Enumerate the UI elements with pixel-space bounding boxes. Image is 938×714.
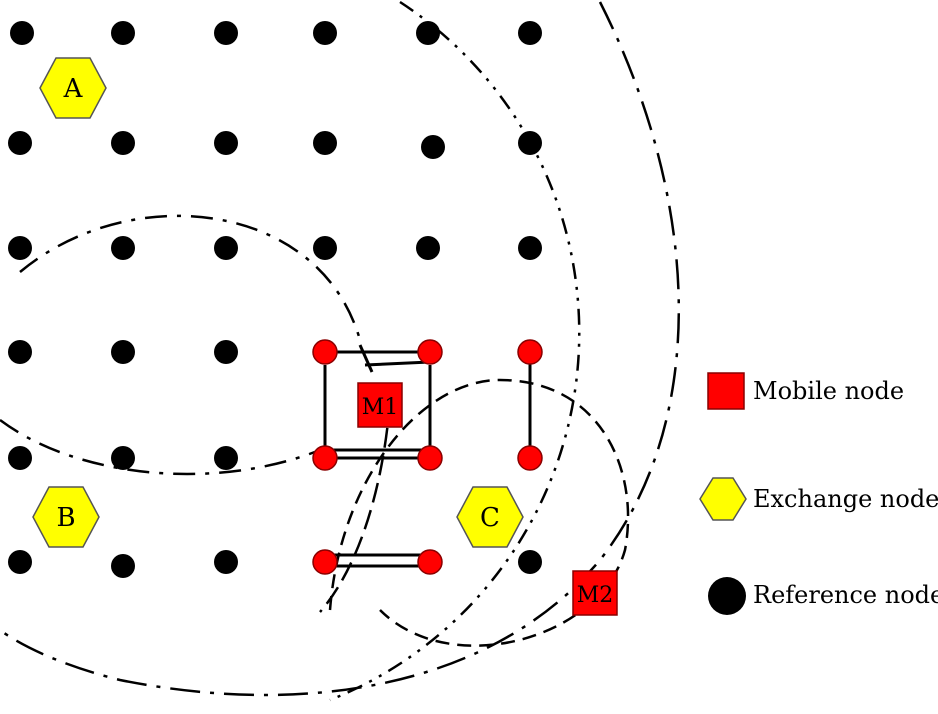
reference-node <box>518 21 542 45</box>
legend-exchange-label: Exchange node <box>753 485 938 513</box>
legend-exchange-icon <box>699 477 747 521</box>
active-reference-node <box>312 339 338 365</box>
reference-node <box>313 21 337 45</box>
exchange-node-label: C <box>480 503 500 533</box>
reference-node <box>421 135 445 159</box>
reference-node <box>111 236 135 260</box>
exchange-node-label: B <box>56 503 75 533</box>
range-circles <box>0 0 681 702</box>
range-circle-b-lower <box>0 418 321 476</box>
legend: Mobile node Exchange node Reference node <box>699 372 938 615</box>
reference-node <box>518 550 542 574</box>
legend-mobile-icon <box>707 372 745 410</box>
range-circle-b <box>19 214 362 341</box>
range-circle-outer <box>0 1 681 697</box>
legend-item-reference: Reference node <box>708 577 938 615</box>
exchange-node-c: C <box>456 486 524 548</box>
links <box>323 344 532 568</box>
link <box>358 344 374 373</box>
active-reference-node <box>417 339 443 365</box>
range-circle-c <box>328 378 630 647</box>
reference-node <box>313 236 337 260</box>
reference-node <box>416 21 440 45</box>
reference-node <box>10 21 34 45</box>
reference-node <box>518 236 542 260</box>
reference-node <box>111 131 135 155</box>
active-reference-node <box>417 445 443 471</box>
reference-node <box>8 340 32 364</box>
reference-node <box>111 446 135 470</box>
legend-reference-icon <box>708 577 746 615</box>
exchange-node-label: A <box>63 74 84 104</box>
mobile-node-m1: M1 <box>357 382 403 428</box>
reference-node <box>8 446 32 470</box>
exchange-node-a: A <box>39 57 107 119</box>
reference-node <box>313 131 337 155</box>
mobile-node-m2: M2 <box>572 570 618 616</box>
mobile-node-label: M1 <box>362 395 399 420</box>
active-reference-node <box>517 445 543 471</box>
legend-item-mobile: Mobile node <box>707 372 904 410</box>
link <box>364 360 431 367</box>
reference-node <box>8 236 32 260</box>
exchange-node-b: B <box>32 486 100 548</box>
reference-node <box>416 236 440 260</box>
active-reference-node <box>517 339 543 365</box>
range-arc-m1 <box>319 399 392 613</box>
active-reference-node <box>312 549 338 575</box>
active-reference-node <box>417 549 443 575</box>
reference-node <box>214 236 238 260</box>
legend-item-exchange: Exchange node <box>699 477 938 521</box>
reference-node <box>111 21 135 45</box>
reference-node <box>8 550 32 574</box>
reference-node <box>214 131 238 155</box>
reference-node <box>214 21 238 45</box>
reference-node <box>214 550 238 574</box>
legend-mobile-label: Mobile node <box>753 377 904 405</box>
reference-node <box>518 131 542 155</box>
active-reference-node <box>312 445 338 471</box>
reference-node <box>214 340 238 364</box>
mobile-node-label: M2 <box>577 583 614 608</box>
reference-node <box>8 131 32 155</box>
reference-node <box>111 554 135 578</box>
legend-reference-label: Reference node <box>753 581 938 609</box>
reference-node <box>214 446 238 470</box>
active-reference-nodes <box>312 339 543 575</box>
reference-node <box>111 340 135 364</box>
reference-nodes <box>8 21 542 578</box>
